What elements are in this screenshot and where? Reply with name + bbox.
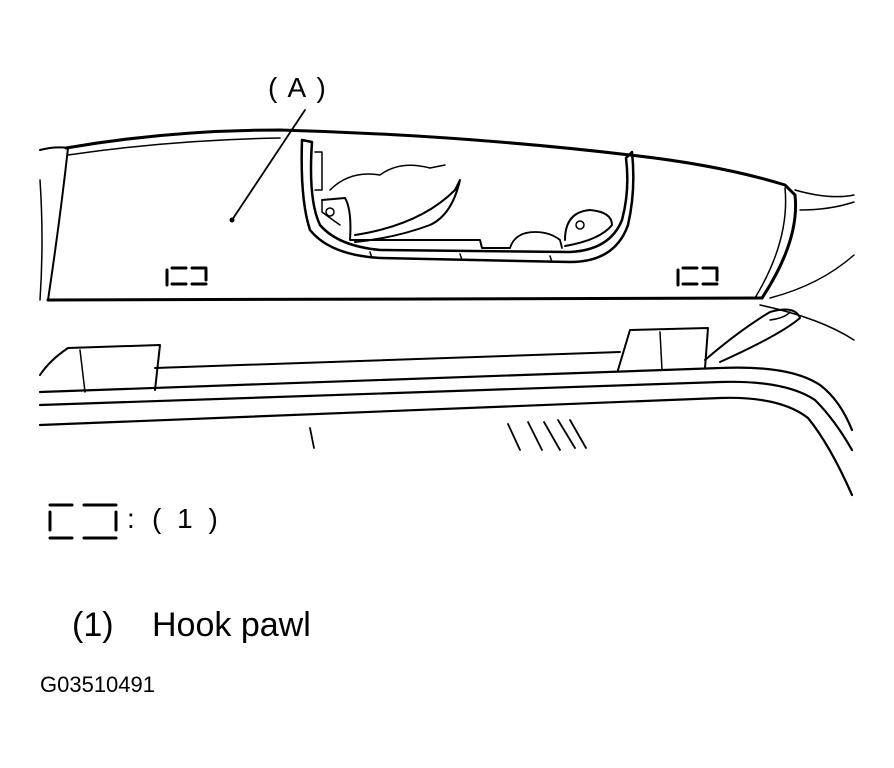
roof-rail-structure [38,304,855,497]
callout-label-a: ( A ) [268,72,328,103]
caption-text: Hook pawl [152,606,311,644]
legend-dashed-box-symbol [48,503,118,540]
leader-line-a [231,109,306,221]
figure-code: G03510491 [40,672,155,697]
hook-pawl-marks [165,266,719,287]
legend-separator: : [127,503,137,534]
legend-reference: ( 1 ) [152,503,222,534]
trim-panel [39,128,855,302]
caption-number: (1) [72,606,114,644]
